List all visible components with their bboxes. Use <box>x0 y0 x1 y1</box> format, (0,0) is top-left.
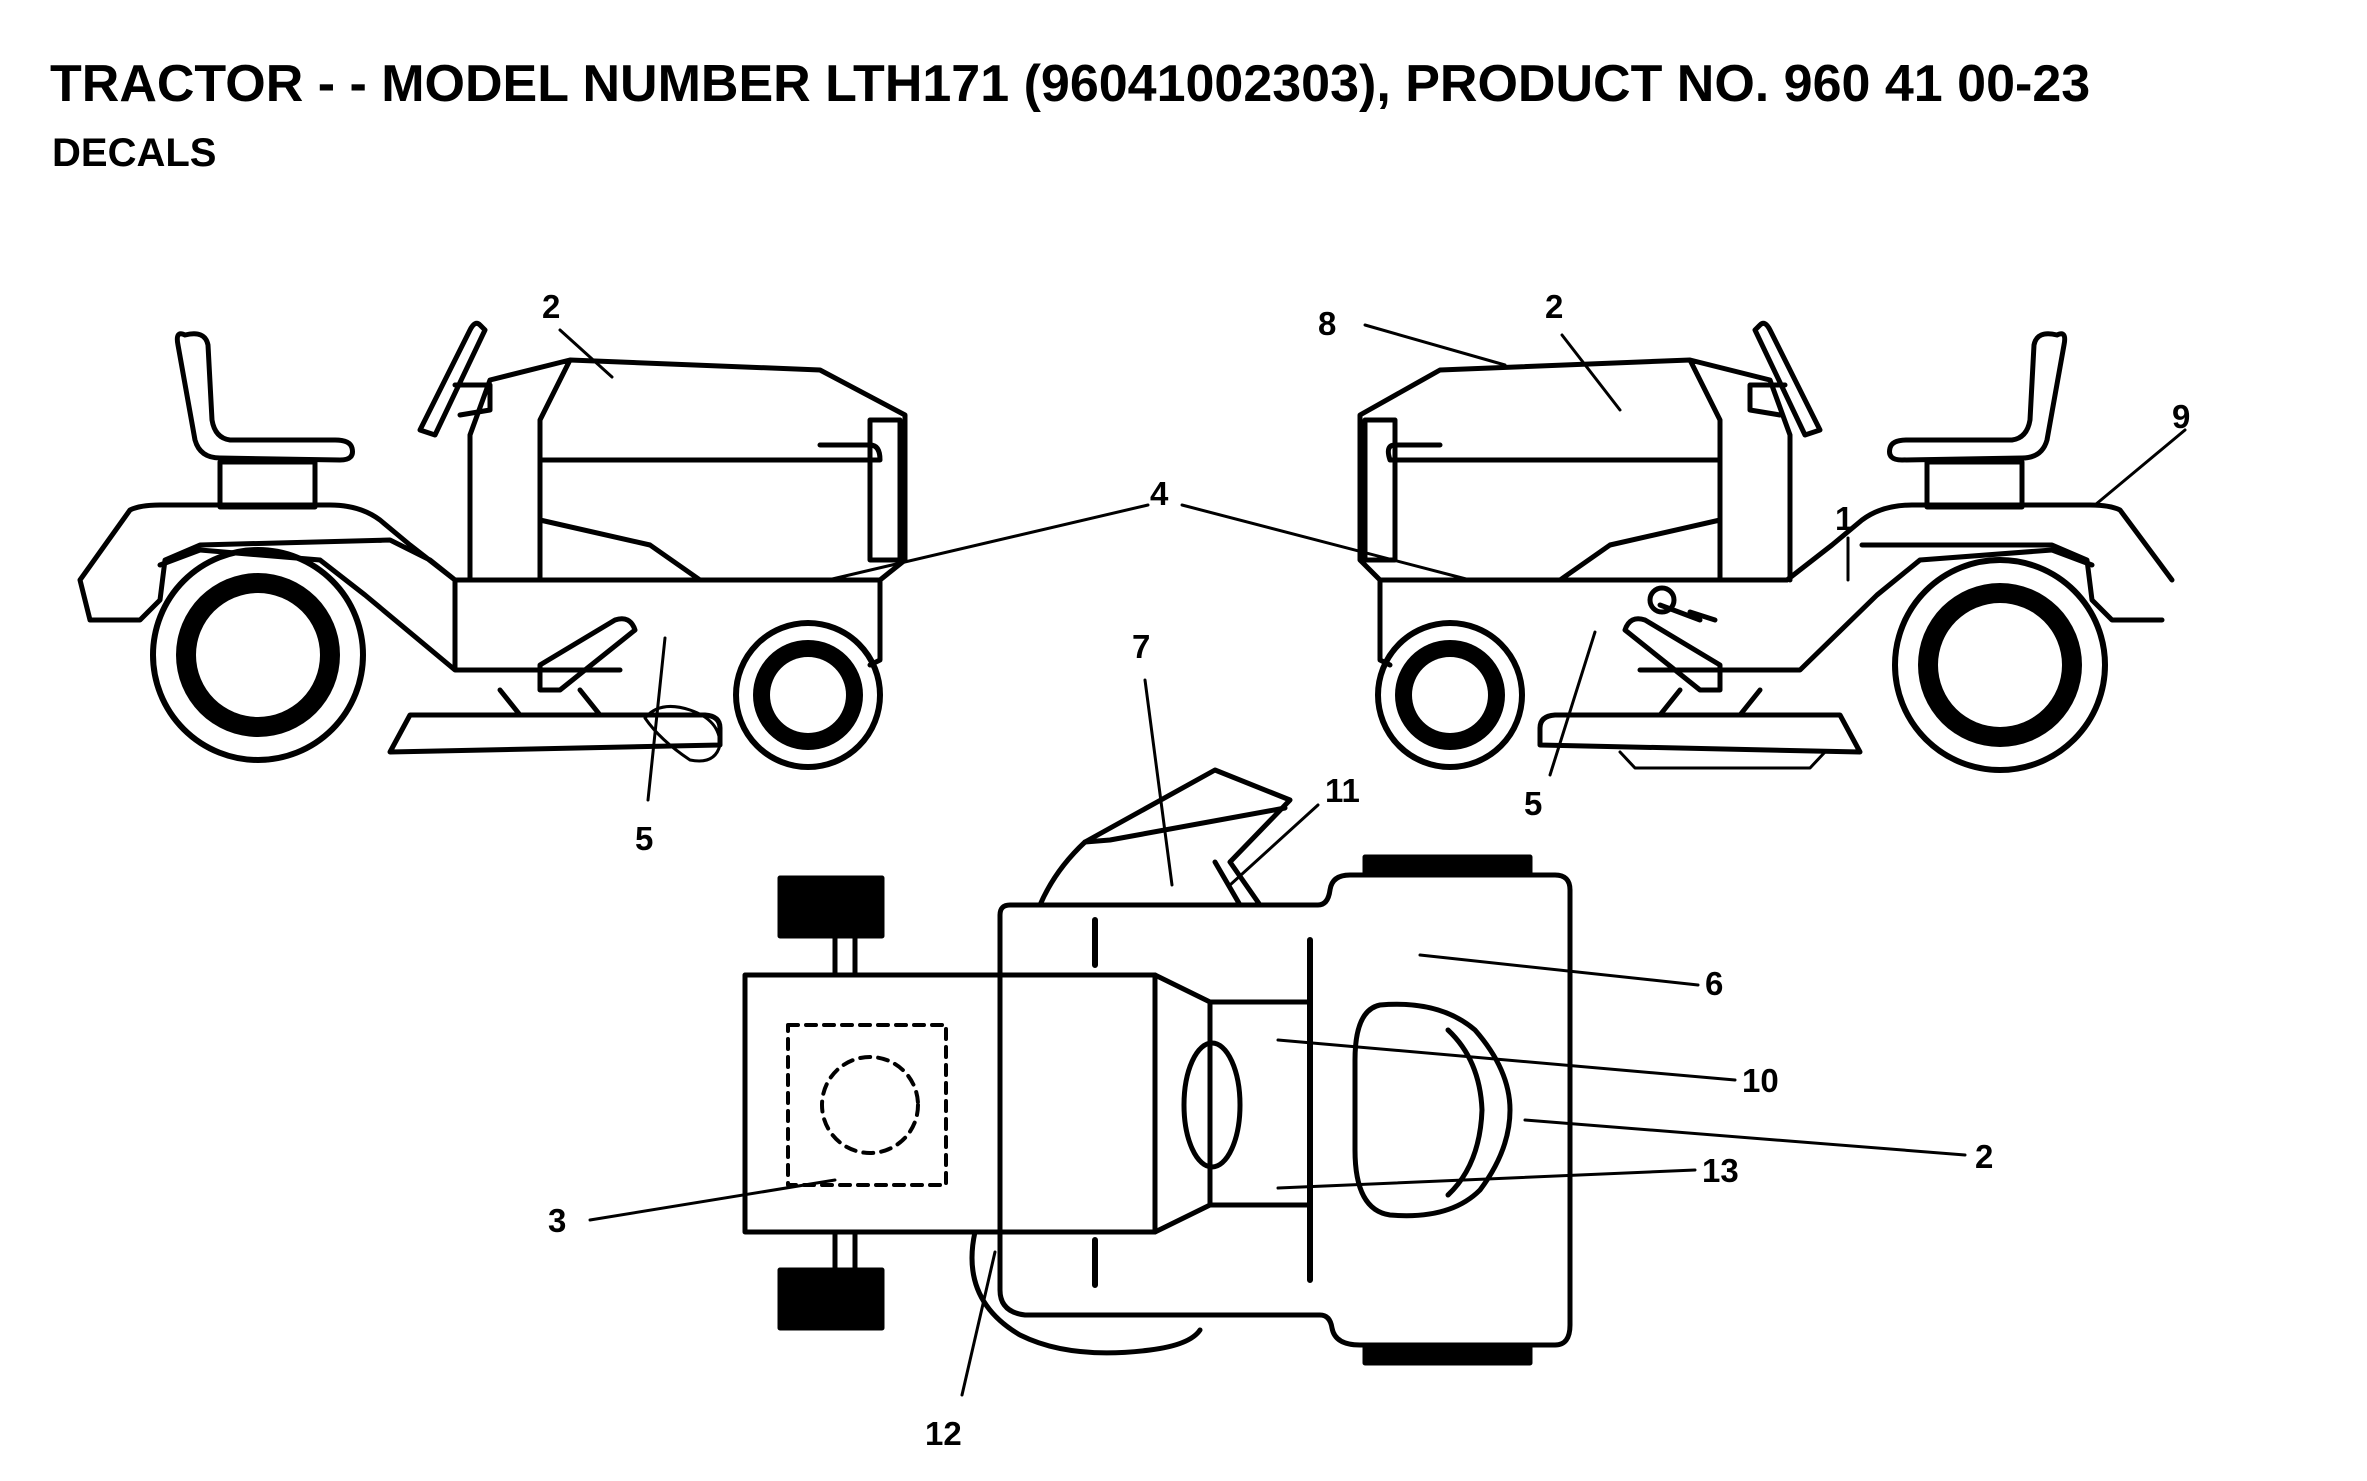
mower-deck-right <box>1537 687 1863 755</box>
tractor-left-side-view <box>77 320 908 770</box>
steering-right <box>1747 320 1823 438</box>
callout-6: 6 <box>1705 965 1723 1002</box>
callout-2-right: 2 <box>1545 288 1563 325</box>
pedal-left <box>537 616 638 693</box>
callout-2-top: 2 <box>1975 1138 1993 1175</box>
tractor-top-view <box>742 767 1573 1366</box>
seat-post-right <box>1924 459 2025 510</box>
rear-fender-right <box>1784 502 2175 623</box>
front-wheel-top-1 <box>777 875 885 939</box>
seat-left <box>174 331 355 463</box>
deck-bottom-right <box>1618 750 1827 770</box>
callout-13: 13 <box>1702 1152 1739 1189</box>
hood-right <box>1357 357 1793 583</box>
engine-cover-top <box>997 872 1573 1348</box>
callout-labels: 2 8 2 9 4 1 5 5 7 11 6 10 2 13 3 12 <box>542 288 2190 1452</box>
leader-lines <box>558 323 2187 1397</box>
pedal-right <box>1622 616 1723 693</box>
front-wheel-right <box>1375 620 1525 770</box>
hood-left <box>467 357 908 583</box>
page-title: TRACTOR - - MODEL NUMBER LTH171 (9604100… <box>50 55 2091 113</box>
callout-2-left: 2 <box>542 288 560 325</box>
bagger-top <box>969 1229 1203 1356</box>
callout-5-right: 5 <box>1524 785 1542 822</box>
grille-left <box>867 417 903 563</box>
callout-5-left: 5 <box>635 820 653 857</box>
callout-9: 9 <box>2172 398 2190 435</box>
front-wheel-top-2 <box>777 1267 885 1331</box>
seat-top <box>1352 1001 1513 1219</box>
steering-left <box>417 320 493 438</box>
callout-12: 12 <box>925 1415 962 1452</box>
chute-left <box>643 704 722 763</box>
grille-right <box>1362 417 1398 563</box>
callout-3: 3 <box>548 1202 566 1239</box>
section-subtitle: DECALS <box>52 131 217 175</box>
tractor-right-side-view <box>1357 320 2175 773</box>
front-wheel-left <box>733 620 883 770</box>
battery-top <box>786 1023 948 1187</box>
seat-right <box>1887 331 2068 463</box>
rear-wheel-right <box>1892 557 2108 773</box>
seat-post-left <box>217 459 318 510</box>
rear-fender-left <box>77 502 458 623</box>
callout-11: 11 <box>1325 772 1360 809</box>
lift-lever-right <box>1657 602 1718 623</box>
rear-wheel-left <box>150 547 366 763</box>
discharge-chute-top <box>1037 767 1293 908</box>
callout-1: 1 <box>1835 500 1853 537</box>
hood-top <box>742 972 1158 1235</box>
callout-7: 7 <box>1132 628 1150 665</box>
mower-deck-left <box>387 687 723 755</box>
callout-4: 4 <box>1150 475 1169 512</box>
callout-10: 10 <box>1742 1062 1779 1099</box>
callout-8: 8 <box>1318 305 1336 342</box>
